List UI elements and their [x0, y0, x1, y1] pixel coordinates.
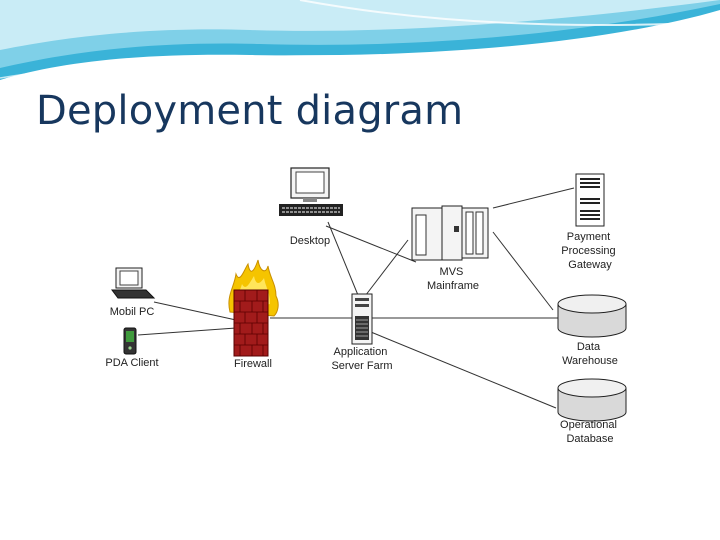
firewall-icon: [228, 259, 279, 357]
connector-pda-firewall: [137, 327, 237, 336]
mainframe-icon: [411, 205, 489, 261]
node-label-mainframe: MVS Mainframe: [427, 266, 479, 292]
node-label-payment-gateway: Payment Processing Gateway: [561, 231, 618, 271]
node-label-laptop: Mobil PC: [110, 306, 155, 318]
connector-desktop-mainframe: [325, 225, 417, 263]
connector-mainframe-payment: [492, 187, 575, 209]
node-label-app-server: Application Server Farm: [331, 346, 392, 372]
database-icon: [557, 378, 627, 422]
node-label-desktop: Desktop: [290, 235, 330, 247]
slide-title: Deployment diagram: [36, 88, 464, 134]
connector-appserver-opsdb: [365, 329, 557, 409]
connector-desktop-appserver: [327, 221, 361, 301]
tower-server-icon: [351, 293, 373, 345]
node-label-data-warehouse: Data Warehouse: [562, 341, 618, 367]
header-wave-decoration: [0, 0, 720, 80]
server-rack-icon: [575, 173, 605, 227]
deployment-diagram: Desktop MVS Mainframe Payment Processing…: [105, 167, 627, 445]
laptop-icon: [111, 267, 156, 299]
pda-icon: [123, 327, 137, 355]
node-label-pda: PDA Client: [105, 357, 158, 369]
connector-mainframe-warehouse: [492, 231, 554, 311]
connector-appserver-mainframe: [361, 239, 409, 301]
node-label-firewall: Firewall: [234, 358, 272, 370]
node-label-operational-db: Operational Database: [560, 419, 620, 445]
connection-lines: [137, 187, 575, 409]
desktop-computer-icon: [279, 167, 343, 216]
connector-laptop-firewall: [153, 301, 237, 321]
database-icon: [557, 294, 627, 338]
